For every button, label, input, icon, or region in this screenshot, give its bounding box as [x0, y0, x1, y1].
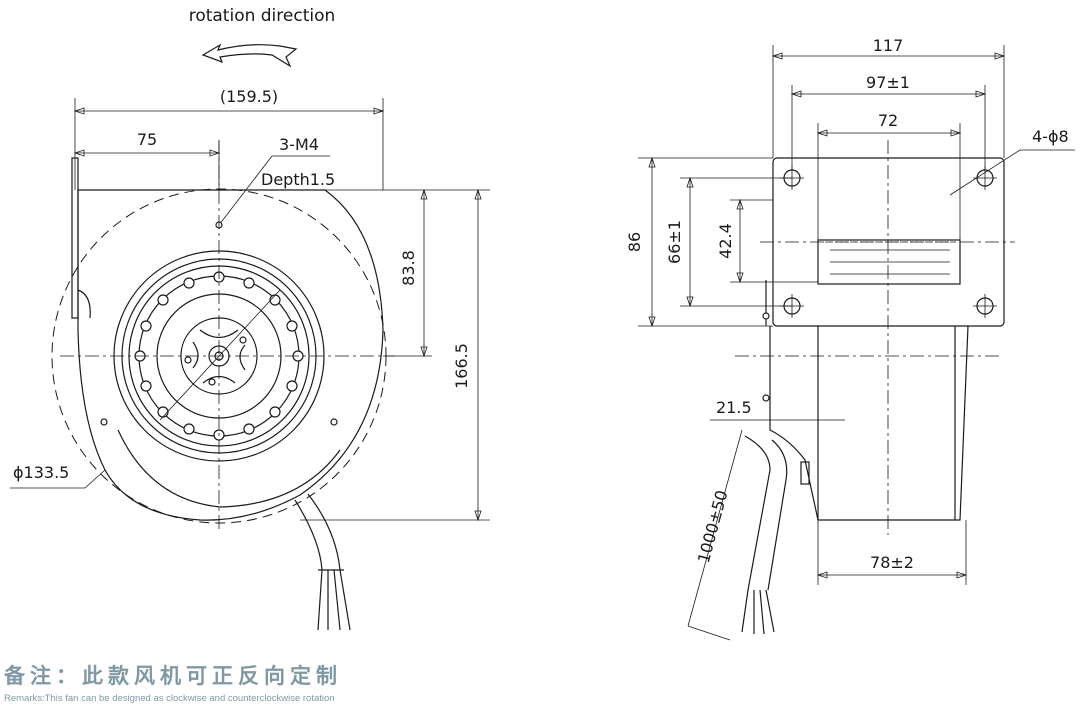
- thread-label: 3-M4: [279, 135, 319, 154]
- dim-42: 42.4: [716, 223, 735, 259]
- dim-outlet-height: 83.8: [399, 250, 418, 286]
- hole-label: 4-ϕ8: [1032, 127, 1069, 146]
- side-view: 117 97±1 72 4-ϕ8: [625, 36, 1075, 641]
- dim-half: 75: [137, 130, 157, 149]
- dim-21: 21.5: [716, 398, 752, 417]
- rotation-direction-label: rotation direction: [189, 6, 336, 26]
- dim-overall-width: (159.5): [220, 87, 278, 106]
- dim-72: 72: [878, 111, 898, 130]
- depth-label: Depth1.5: [261, 170, 335, 189]
- remarks-note: 备注：此款风机可正反向定制 Remarks:This fan can be de…: [3, 664, 342, 704]
- dim-86: 86: [625, 232, 644, 252]
- note-english: Remarks:This fan can be designed as cloc…: [4, 693, 335, 704]
- note-chinese: 备注：此款风机可正反向定制: [3, 664, 342, 688]
- ring-holes: [134, 271, 304, 441]
- scroll-housing: [77, 189, 384, 521]
- dim-78: 78±2: [870, 553, 914, 572]
- dim-cable: 1000±50: [694, 488, 732, 565]
- dim-total-height: 166.5: [452, 343, 471, 389]
- dim-97: 97±1: [866, 73, 910, 92]
- dim-66: 66±1: [665, 220, 684, 264]
- dim-117: 117: [873, 36, 904, 55]
- dim-diameter: ϕ133.5: [13, 463, 69, 482]
- front-view: rotation direction (159.5) 75 3-M4 Depth…: [10, 6, 490, 631]
- rotation-arrow-icon: [201, 43, 298, 68]
- motor-body: [769, 325, 969, 521]
